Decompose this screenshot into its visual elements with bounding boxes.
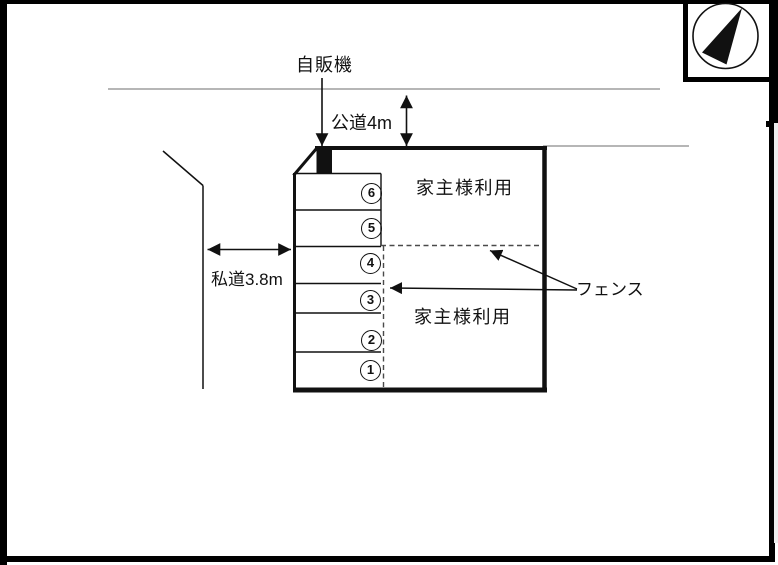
- fence-arrow-lower: [389, 282, 578, 295]
- fence-label: フェンス: [576, 280, 644, 299]
- parking-space-number-2: 2: [361, 330, 382, 351]
- owner-use-area-label-top: 家主様利用: [416, 178, 514, 198]
- compass-box-bottom-edge: [683, 77, 775, 82]
- vending-machine-label: 自販機: [296, 55, 353, 75]
- page-border-right: [769, 0, 775, 562]
- north-arrow-icon: [702, 8, 742, 65]
- parking-space-number-4: 4: [360, 253, 381, 274]
- private-road-width-label: 私道3.8m: [211, 270, 283, 289]
- owner-use-area-label-bottom: 家主様利用: [414, 307, 512, 327]
- page-border-right-outer: [774, 0, 778, 123]
- plot-outline: [292, 146, 547, 393]
- compass-box-left-edge: [683, 0, 688, 82]
- public-road-lines: [108, 88, 689, 147]
- fence-arrow-upper: [489, 249, 578, 290]
- dimension-arrows: [207, 78, 413, 256]
- parking-stall-lines: [295, 172, 382, 353]
- public-road-width-label: 公道4m: [331, 113, 393, 133]
- vending-machine-marker: [316, 148, 332, 173]
- parking-space-number-5: 5: [361, 218, 382, 239]
- page-border-left: [0, 0, 7, 565]
- scan-artifact-tick: [766, 121, 774, 127]
- fence-pointer-arrows: [389, 249, 578, 295]
- page-border-top: [0, 0, 778, 4]
- parking-space-number-1: 1: [360, 360, 381, 381]
- compass: [683, 0, 775, 82]
- parking-space-number-3: 3: [360, 290, 381, 311]
- scan-edge-strip: [774, 123, 778, 543]
- private-road-lines: [162, 150, 204, 389]
- parking-space-number-6: 6: [361, 183, 382, 204]
- page-border-bottom: [0, 556, 775, 562]
- fence-dashed-lines: [381, 244, 541, 389]
